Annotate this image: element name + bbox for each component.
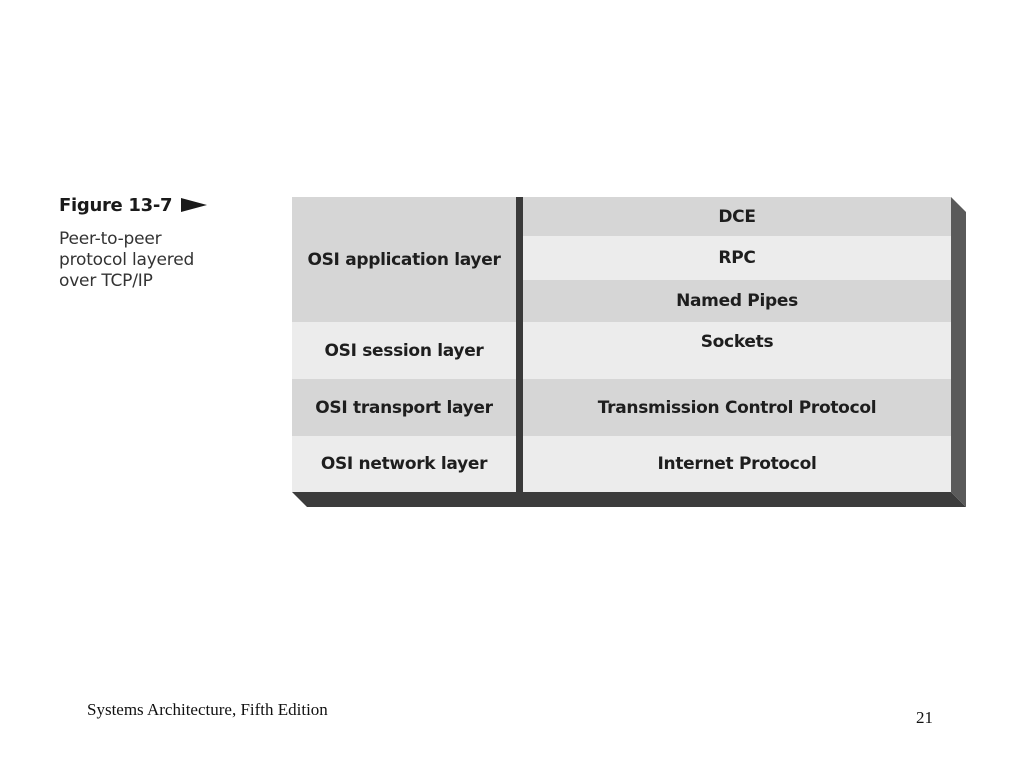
protocol-stack-diagram: OSI application layer OSI session layer … (292, 197, 966, 509)
footer-page-number: 21 (916, 708, 933, 727)
protocol-tcp-cell: Transmission Control Protocol (523, 379, 951, 436)
protocol-label: RPC (718, 248, 756, 268)
diagram-bottom-bevel (292, 492, 966, 507)
footer-book-title: Systems Architecture, Fifth Edition (87, 700, 328, 719)
diagram-3d-shadow (292, 197, 966, 507)
osi-layer-label: OSI network layer (320, 454, 488, 474)
diagram-grid: OSI application layer OSI session layer … (292, 197, 951, 492)
osi-application-layer-cell: OSI application layer (292, 197, 516, 322)
osi-layer-label: OSI transport layer (315, 397, 493, 418)
protocol-label: Named Pipes (676, 291, 798, 311)
figure-title: Figure 13-7 (59, 195, 173, 216)
protocol-ip-cell: Internet Protocol (523, 436, 951, 492)
protocol-rpc-cell: RPC (523, 236, 951, 280)
protocol-sockets-cell: Sockets (523, 322, 951, 379)
figure-caption-line: Peer-to-peer (59, 229, 162, 249)
protocol-dce-cell: DCE (523, 197, 951, 236)
figure-caption-line: over TCP/IP (59, 271, 153, 291)
column-divider (516, 197, 523, 492)
diagram-right-bevel (951, 197, 966, 507)
figure-caption: Peer-to-peer protocol layered over TCP/I… (59, 229, 229, 292)
protocol-label: Sockets (700, 332, 774, 352)
protocol-label: Internet Protocol (657, 454, 817, 474)
protocol-named-pipes-cell: Named Pipes (523, 280, 951, 322)
figure-caption-line: protocol layered (59, 250, 195, 270)
protocol-label: Transmission Control Protocol (597, 397, 877, 418)
osi-layer-label: OSI session layer (324, 340, 484, 361)
osi-layer-label: OSI application layer (307, 249, 501, 270)
protocol-label: DCE (718, 206, 756, 227)
osi-network-layer-cell: OSI network layer (292, 436, 516, 492)
osi-session-layer-cell: OSI session layer (292, 322, 516, 379)
figure-arrow-icon (181, 198, 207, 212)
osi-transport-layer-cell: OSI transport layer (292, 379, 516, 436)
